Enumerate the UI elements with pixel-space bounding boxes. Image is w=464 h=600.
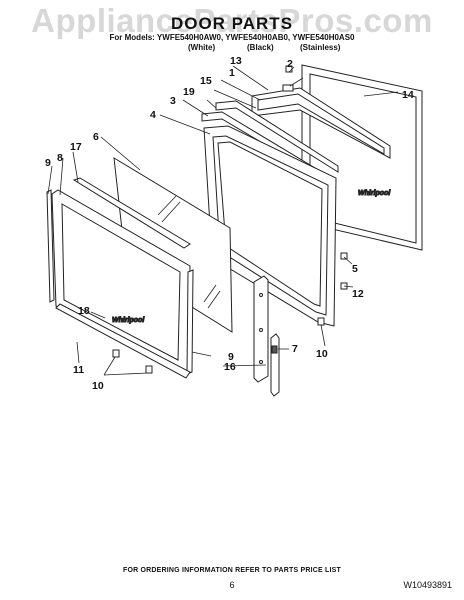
svg-text:Whirlpool: Whirlpool <box>358 190 391 197</box>
callout-3: 3 <box>170 95 176 107</box>
callout-19: 19 <box>183 86 195 98</box>
hinge-arm <box>270 333 280 397</box>
watermark: AppliancePartsPros.com <box>31 2 433 39</box>
callout-12: 12 <box>352 288 364 300</box>
callout-8: 8 <box>57 152 63 164</box>
callout-16: 16 <box>224 361 236 373</box>
variant-black: (Black) <box>247 43 274 52</box>
hinge-bracket <box>253 275 269 383</box>
models-line: For Models: YWFE540H0AW0, YWFE540H0AB0, … <box>109 33 355 42</box>
callout-6: 6 <box>93 131 99 143</box>
callout-11: 11 <box>73 364 84 376</box>
leader-lines <box>47 65 399 376</box>
top-vent-assembly <box>251 65 391 159</box>
callout-17: 17 <box>70 141 82 153</box>
callout-4: 4 <box>150 109 156 121</box>
document-number: W10493891 <box>403 580 452 590</box>
side-trim-left <box>46 189 55 303</box>
page-number: 6 <box>229 580 235 590</box>
callout-10-right: 10 <box>316 348 328 360</box>
callout-14: 14 <box>402 89 414 101</box>
side-trim-right <box>186 269 194 375</box>
callout-18: 18 <box>78 305 90 317</box>
callout-10-bottom: 10 <box>92 380 104 392</box>
callout-7: 7 <box>292 343 298 355</box>
page-title: DOOR PARTS <box>170 14 294 33</box>
callout-13: 13 <box>230 55 242 67</box>
callout-9-left: 9 <box>45 157 51 169</box>
bottom-trim <box>55 303 191 379</box>
variant-white: (White) <box>188 43 216 52</box>
top-inner-trim <box>72 177 191 249</box>
callout-15: 15 <box>200 75 212 87</box>
callout-5: 5 <box>352 263 358 275</box>
screws-bottom <box>112 349 153 374</box>
ordering-note: FOR ORDERING INFORMATION REFER TO PARTS … <box>122 567 342 574</box>
variant-stainless: (Stainless) <box>300 43 341 52</box>
callout-1: 1 <box>229 67 235 79</box>
svg-text:Whirlpool: Whirlpool <box>112 317 145 324</box>
callout-9-right: 9 <box>228 351 234 363</box>
callout-2: 2 <box>287 58 293 70</box>
